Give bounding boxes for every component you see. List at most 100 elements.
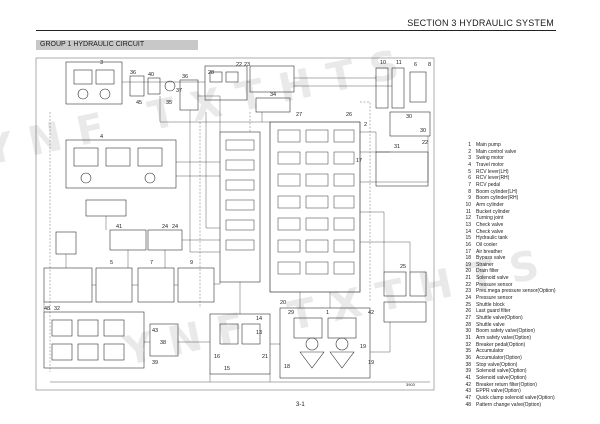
legend-number: 13 <box>465 221 471 228</box>
legend-number: 47 <box>465 394 471 401</box>
legend-label: Pattern change valve(Option) <box>476 401 542 408</box>
callout-label: 39 <box>152 360 158 366</box>
legend-label: Boom cylinder(LH) <box>476 188 518 195</box>
callout-label: 27 <box>296 112 302 118</box>
legend-number: 28 <box>465 321 471 328</box>
legend-label: Boom cylinder(RH) <box>476 195 519 202</box>
legend-number: 32 <box>465 341 471 348</box>
legend-item: 32 Breaker pedal(Option) <box>455 342 585 349</box>
legend-number: 17 <box>465 248 471 255</box>
legend-item: 15 Hydraulic tank <box>455 235 585 242</box>
callout-label: 9 <box>190 260 193 266</box>
callout-label: 7 <box>150 260 153 266</box>
legend-label: Breaker pedal(Option) <box>476 341 526 348</box>
legend-label: Swing motor <box>476 155 504 162</box>
callout-label: 34 <box>270 92 276 98</box>
callout-label: 6 <box>414 62 417 68</box>
callout-label: 24 <box>172 224 178 230</box>
legend-label: Solenoid valve(Option) <box>476 368 527 375</box>
callout-label: 11 <box>396 60 402 66</box>
callout-label: 36 <box>182 74 188 80</box>
legend-item: 17 Air breather <box>455 249 585 256</box>
legend-number: 1 <box>468 142 471 148</box>
callout-label: 37 <box>176 88 182 94</box>
legend-number: 6 <box>468 175 471 182</box>
legend-number: 48 <box>465 401 471 408</box>
hydraulic-circuit-diagram: 3 36 40 37 36 45 35 28 22 23 34 27 26 17… <box>35 57 435 391</box>
callout-label: 38 <box>160 340 166 346</box>
legend-label: Check valve <box>476 228 504 235</box>
legend-number: 22 <box>465 281 471 288</box>
legend-number: 20 <box>465 268 471 275</box>
legend-number: 24 <box>465 295 471 302</box>
legend-number: 35 <box>465 348 471 355</box>
legend-label: Check valve <box>476 221 504 228</box>
legend-label: Shuttle block <box>476 301 505 308</box>
callout-label: 28 <box>208 70 214 76</box>
callout-label: 43 <box>152 328 158 334</box>
legend-number: 26 <box>465 308 471 315</box>
callout-label: 22 <box>422 140 428 146</box>
callout-label: 32 <box>54 306 60 312</box>
callout-label: 31 <box>394 144 400 150</box>
callout-label: 16 <box>214 354 220 360</box>
legend-number: 21 <box>465 275 471 282</box>
callout-label: 36 <box>130 70 136 76</box>
legend-number: 11 <box>465 208 471 215</box>
callout-label: 17 <box>356 158 362 164</box>
callout-label: 15 <box>224 366 230 372</box>
callout-label: 19 <box>360 344 366 350</box>
legend-label: Shuttle valve(Option) <box>476 315 523 322</box>
legend-label: Boom safety valve(Option) <box>476 328 535 335</box>
legend-label: Pressure sensor <box>476 281 513 288</box>
legend-label: Drain filter <box>476 268 499 275</box>
legend-number: 3 <box>468 155 471 162</box>
callout-label: 4 <box>100 134 103 140</box>
legend-label: Oil cooler <box>476 241 498 248</box>
legend-label: Pres.mega pressure sensor(Option) <box>476 288 556 295</box>
legend-item: 13 Check valve <box>455 222 585 229</box>
legend-label: Last guard filter <box>476 308 511 315</box>
legend-number: 4 <box>468 161 471 168</box>
legend-label: Accumulator(Option) <box>476 355 522 361</box>
callout-label: 24 <box>162 224 168 230</box>
callout-label: 1 <box>326 310 329 316</box>
group-title: GROUP 1 HYDRAULIC CIRCUIT <box>36 40 198 50</box>
legend-label: Pressure sensor <box>476 295 513 302</box>
callout-label: 13 <box>256 330 262 336</box>
legend-label: Bucket cylinder <box>476 208 510 215</box>
legend-number: 30 <box>465 328 471 335</box>
legend-item: 20 Drain filter <box>455 268 585 275</box>
legend-item: 24 Pressure sensor <box>455 295 585 302</box>
callout-label: 22 <box>236 62 242 68</box>
legend-label: Hydraulic tank <box>476 235 508 242</box>
legend-label: Travel motor <box>476 161 504 168</box>
legend-item: 28 Shuttle valve <box>455 322 585 329</box>
callout-label: 35 <box>166 100 172 106</box>
legend-label: Air breather <box>476 248 503 255</box>
legend-label: Accumulator <box>476 348 504 355</box>
legend-label: Solenoid valve <box>476 275 509 282</box>
callout-label: 8 <box>428 62 431 68</box>
legend-item: 26 Last guard filter <box>455 308 585 315</box>
legend-number: 15 <box>465 235 471 242</box>
legend-number: 36 <box>465 355 471 361</box>
callout-label: 29 <box>288 310 294 316</box>
legend-number: 2 <box>468 148 471 155</box>
legend-label: Arm safety valve(Option) <box>476 335 532 342</box>
legend-label: Shuttle valve <box>476 321 505 328</box>
